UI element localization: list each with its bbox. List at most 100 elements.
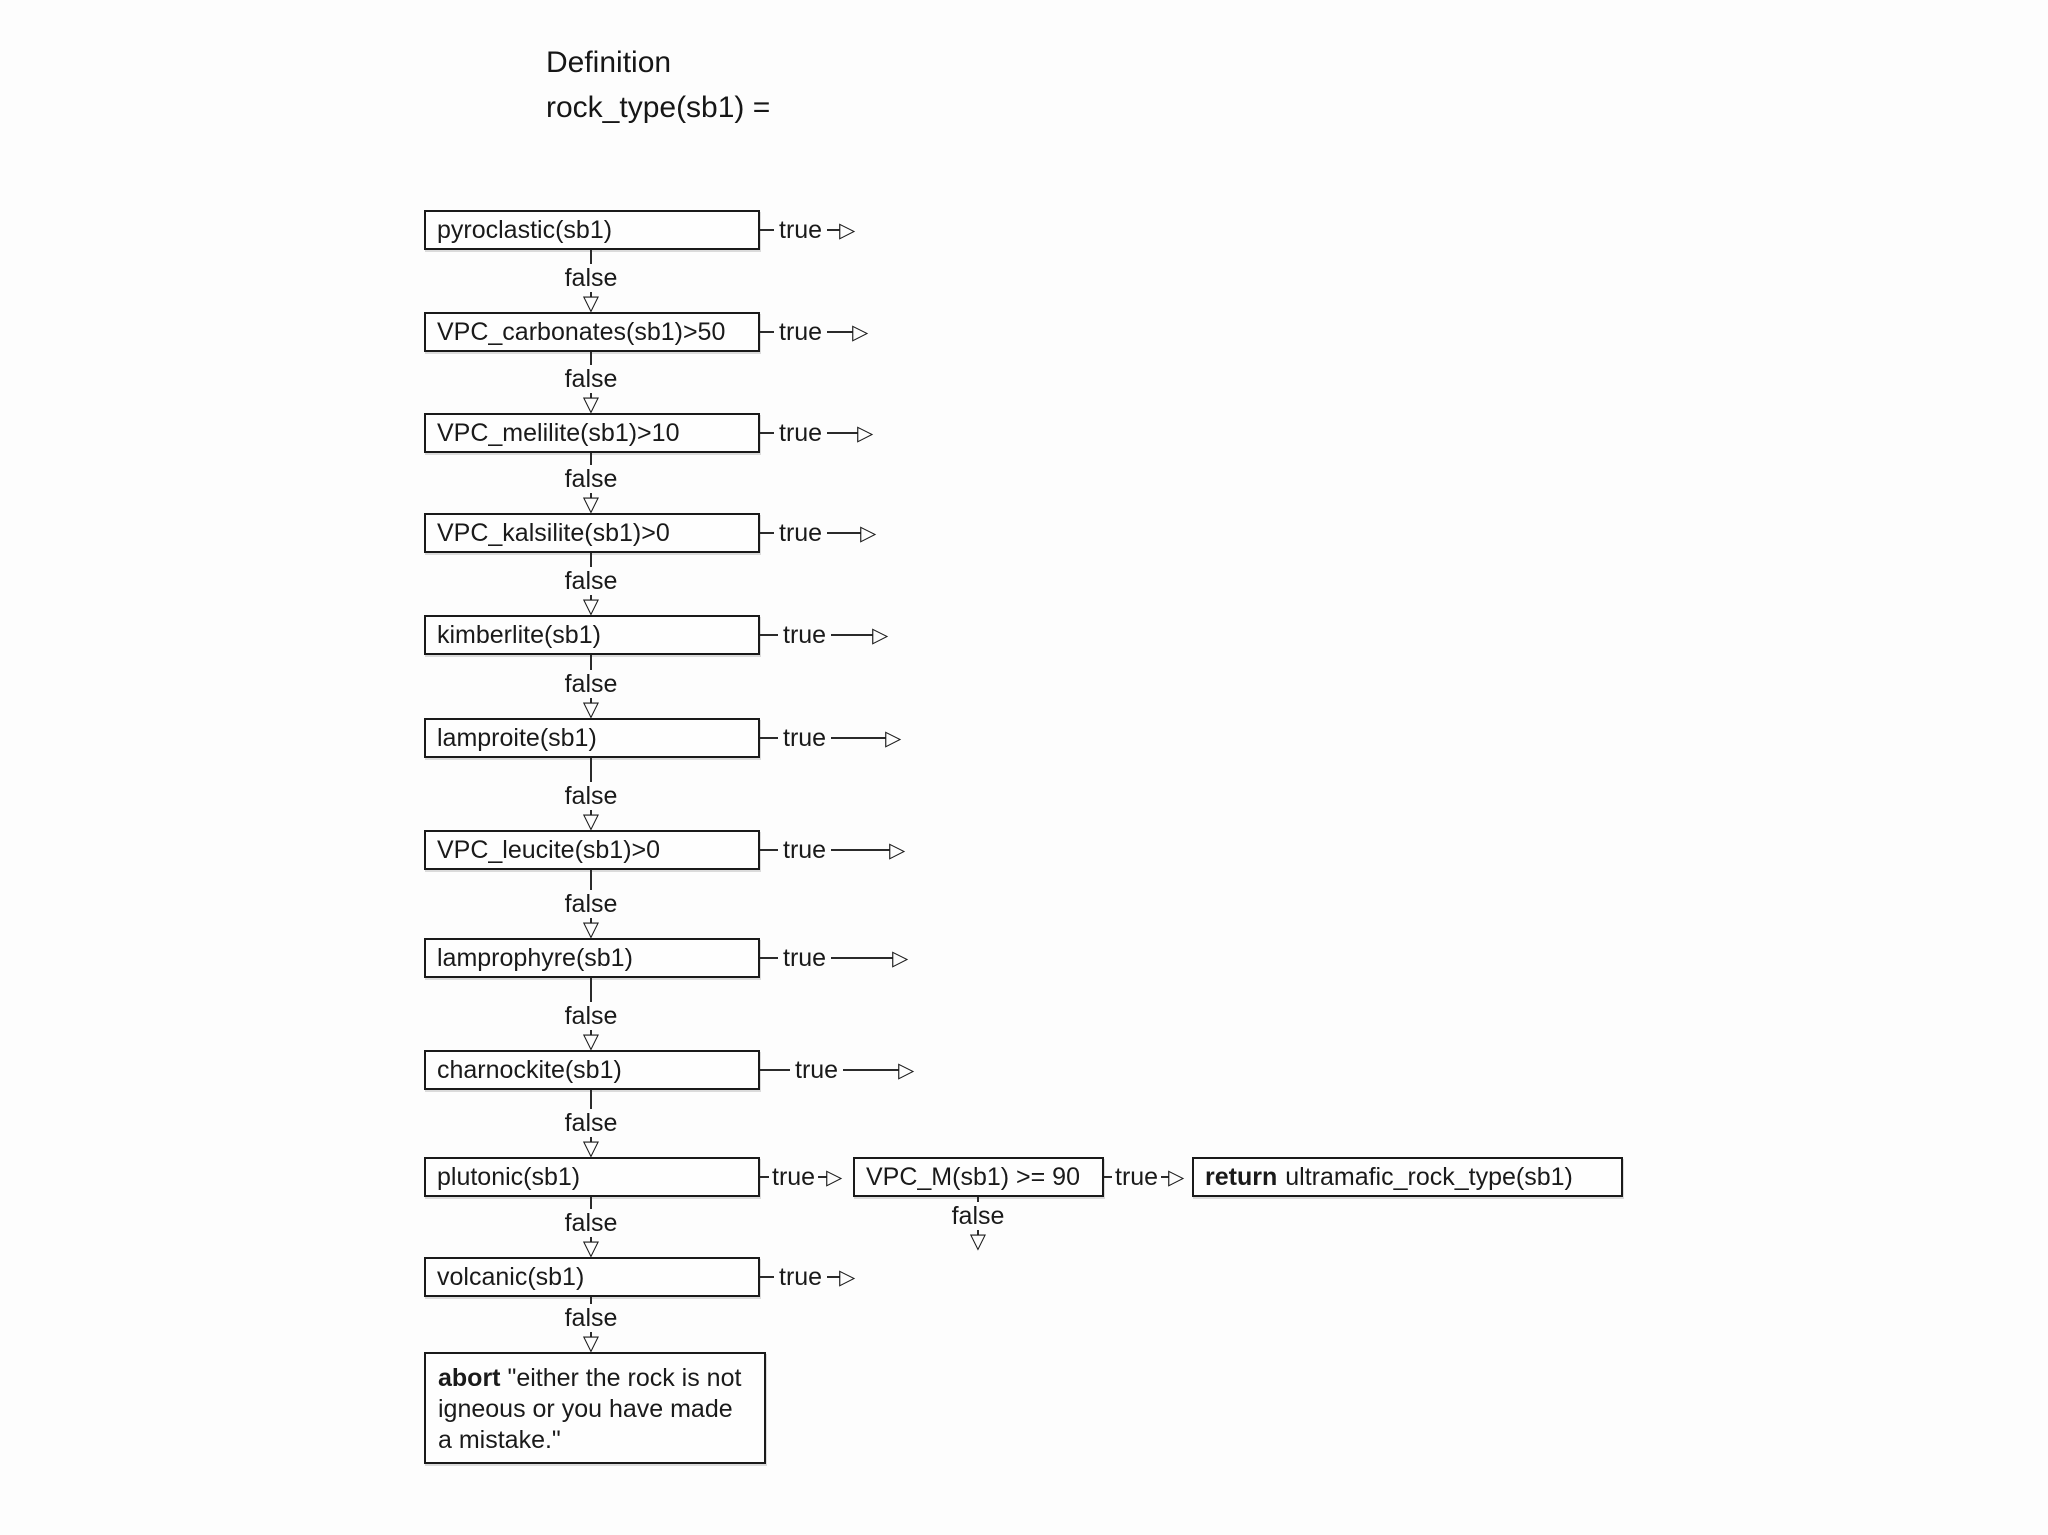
- condition-box-kimberlite: kimberlite(sb1): [424, 615, 760, 655]
- connector-line: [760, 1069, 790, 1071]
- false-label: false: [564, 567, 618, 595]
- return-keyword: return: [1205, 1162, 1278, 1191]
- true-branch-arrow: true ▷: [760, 615, 888, 655]
- return-value: ultramafic_rock_type(sb1): [1285, 1162, 1573, 1191]
- condition-label: lamprophyre(sb1): [437, 943, 633, 972]
- definition-title-line1: Definition: [546, 46, 672, 79]
- condition-label: pyroclastic(sb1): [437, 215, 613, 244]
- arrowhead-down-icon: ▽: [582, 1332, 600, 1355]
- connector-line: [827, 229, 841, 231]
- true-label: true: [772, 1162, 816, 1191]
- true-label: true: [795, 1055, 839, 1084]
- true-branch-arrow: true ▷: [1104, 1157, 1184, 1197]
- abort-message: "either the rock is not igneous or you h…: [438, 1364, 742, 1454]
- condition-label: VPC_M(sb1) >= 90: [866, 1162, 1080, 1191]
- false-branch-arrow: false ▽: [529, 870, 653, 941]
- connector-line: [760, 532, 774, 534]
- condition-box-pyroclastic: pyroclastic(sb1): [424, 210, 760, 250]
- arrowhead-down-icon: ▽: [582, 918, 600, 941]
- condition-box-vpc-kalsilite: VPC_kalsilite(sb1)>0: [424, 513, 760, 553]
- condition-label: VPC_melilite(sb1)>10: [437, 418, 680, 447]
- true-branch-arrow: true ▷: [760, 718, 901, 758]
- connector-line: [831, 634, 874, 636]
- true-label: true: [779, 317, 823, 346]
- false-branch-arrow: false ▽: [529, 453, 653, 516]
- connector-line: [590, 1197, 592, 1209]
- false-label: false: [951, 1202, 1005, 1230]
- connector-line: [590, 553, 592, 567]
- arrowhead-right-icon: ▷: [885, 726, 902, 750]
- condition-box-lamprophyre: lamprophyre(sb1): [424, 938, 760, 978]
- connector-line: [827, 331, 854, 333]
- true-label: true: [783, 835, 827, 864]
- arrowhead-down-icon: ▽: [582, 393, 600, 416]
- condition-box-vpc-m: VPC_M(sb1) >= 90: [853, 1157, 1104, 1197]
- arrowhead-down-icon: ▽: [582, 810, 600, 833]
- false-branch-arrow: false ▽: [529, 1297, 653, 1355]
- connector-line: [590, 870, 592, 890]
- true-label: true: [783, 943, 827, 972]
- connector-line: [831, 737, 887, 739]
- true-branch-arrow: true ▷: [760, 210, 855, 250]
- false-branch-arrow: false ▽: [529, 1197, 653, 1260]
- true-label: true: [1115, 1162, 1159, 1191]
- connector-line: [843, 1069, 900, 1071]
- arrowhead-right-icon: ▷: [852, 320, 869, 344]
- connector-line: [827, 532, 862, 534]
- connector-line: [760, 1276, 774, 1278]
- connector-line: [760, 432, 774, 434]
- arrowhead-right-icon: ▷: [857, 421, 874, 445]
- arrowhead-down-icon: ▽: [969, 1230, 987, 1253]
- connector-line: [590, 352, 592, 365]
- connector-line: [1104, 1176, 1112, 1178]
- arrowhead-right-icon: ▷: [839, 1265, 856, 1289]
- connector-line: [760, 1176, 769, 1178]
- arrowhead-right-icon: ▷: [839, 218, 856, 242]
- false-label: false: [564, 782, 618, 810]
- false-branch-arrow: false ▽: [529, 1090, 653, 1159]
- true-branch-arrow: true ▷: [760, 938, 908, 978]
- true-branch-arrow: true ▷: [760, 830, 905, 870]
- connector-line: [760, 849, 778, 851]
- connector-line: [760, 957, 778, 959]
- abort-keyword: abort: [438, 1364, 501, 1392]
- connector-line: [590, 250, 592, 264]
- false-label: false: [564, 365, 618, 393]
- false-branch-arrow: false ▽: [529, 758, 653, 833]
- false-label: false: [564, 264, 618, 292]
- false-branch-arrow: false ▽: [529, 978, 653, 1052]
- arrowhead-down-icon: ▽: [582, 1237, 600, 1260]
- arrowhead-down-icon: ▽: [582, 493, 600, 516]
- connector-line: [590, 698, 592, 703]
- false-label: false: [564, 1209, 618, 1237]
- condition-label: lamproite(sb1): [437, 723, 597, 752]
- false-label: false: [564, 670, 618, 698]
- condition-label: kimberlite(sb1): [437, 620, 601, 649]
- arrowhead-right-icon: ▷: [889, 838, 906, 862]
- connector-line: [977, 1230, 979, 1235]
- arrowhead-right-icon: ▷: [860, 521, 877, 545]
- arrowhead-down-icon: ▽: [582, 595, 600, 618]
- arrowhead-right-icon: ▷: [826, 1165, 843, 1189]
- arrowhead-right-icon: ▷: [892, 946, 909, 970]
- connector-line: [827, 1276, 841, 1278]
- false-label: false: [564, 1304, 618, 1332]
- condition-label: volcanic(sb1): [437, 1262, 585, 1291]
- true-branch-arrow: true ▷: [760, 312, 868, 352]
- connector-line: [590, 1090, 592, 1109]
- connector-line: [760, 331, 774, 333]
- false-branch-arrow: false ▽: [529, 553, 653, 618]
- true-label: true: [783, 620, 827, 649]
- true-label: true: [779, 418, 823, 447]
- false-branch-arrow: false ▽: [529, 655, 653, 720]
- condition-label: VPC_kalsilite(sb1)>0: [437, 518, 670, 547]
- condition-box-lamproite: lamproite(sb1): [424, 718, 760, 758]
- false-label: false: [564, 1002, 618, 1030]
- connector-line: [827, 432, 859, 434]
- connector-line: [590, 1237, 592, 1242]
- connector-line: [590, 595, 592, 600]
- false-label: false: [564, 1109, 618, 1137]
- connector-line: [590, 493, 592, 498]
- connector-line: [590, 292, 592, 297]
